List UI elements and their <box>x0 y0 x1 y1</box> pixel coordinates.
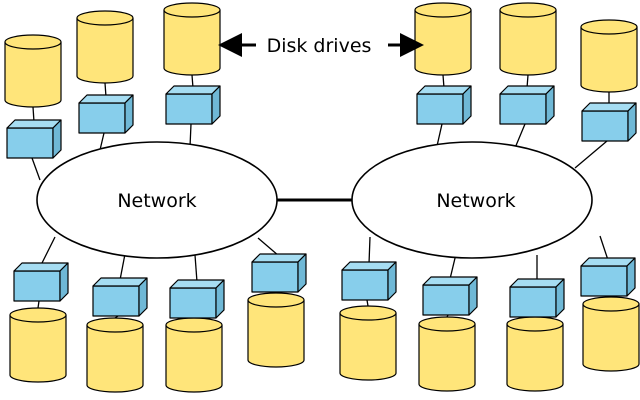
disk-drive-icon <box>4 34 62 108</box>
disk-drives-label: Disk drives <box>267 35 372 57</box>
storage-nodes <box>4 2 640 393</box>
disk-drive-icon <box>76 10 134 84</box>
storage-node <box>4 34 62 159</box>
controller-box-icon <box>509 278 565 318</box>
controller-box-icon <box>499 85 555 125</box>
storage-node <box>418 276 478 392</box>
disk-drive-icon <box>339 305 397 381</box>
disk-drive-icon <box>163 2 221 76</box>
controller-box-icon <box>92 277 148 317</box>
storage-node <box>580 19 638 142</box>
controller-box-icon <box>416 85 472 125</box>
disk-drive-icon <box>86 317 144 393</box>
controller-box-icon <box>341 261 397 301</box>
disk-drive-icon <box>580 19 638 93</box>
disk-drive-icon <box>9 307 67 383</box>
disk-drive-icon <box>506 316 564 392</box>
storage-node <box>414 2 472 125</box>
disk-drive-icon <box>165 317 223 393</box>
network-right-label: Network <box>436 190 515 212</box>
disk-drive-icon <box>247 292 305 368</box>
controller-box-icon <box>169 279 225 319</box>
controller-box-icon <box>580 257 636 297</box>
disk-drive-icon <box>414 2 472 76</box>
controller-box-icon <box>422 276 478 316</box>
disk-drive-icon <box>418 316 476 392</box>
controller-box-icon <box>6 119 62 159</box>
storage-node <box>339 261 397 381</box>
storage-node <box>580 257 640 372</box>
controller-box-icon <box>78 94 134 134</box>
storage-node <box>86 277 148 393</box>
controller-box-icon <box>165 85 221 125</box>
disk-drive-icon <box>499 2 557 76</box>
storage-node <box>506 278 565 392</box>
storage-node <box>499 2 557 125</box>
network-right <box>351 141 593 259</box>
disk-drive-icon <box>582 296 640 372</box>
storage-node <box>247 253 307 368</box>
network-left <box>36 141 278 259</box>
controller-box-icon <box>251 253 307 293</box>
network-left-label: Network <box>117 190 196 212</box>
controller-box-icon <box>581 102 637 142</box>
controller-box-icon <box>13 262 69 302</box>
storage-node <box>76 10 134 134</box>
storage-node <box>9 262 69 383</box>
storage-node <box>165 279 225 393</box>
storage-node <box>163 2 221 125</box>
